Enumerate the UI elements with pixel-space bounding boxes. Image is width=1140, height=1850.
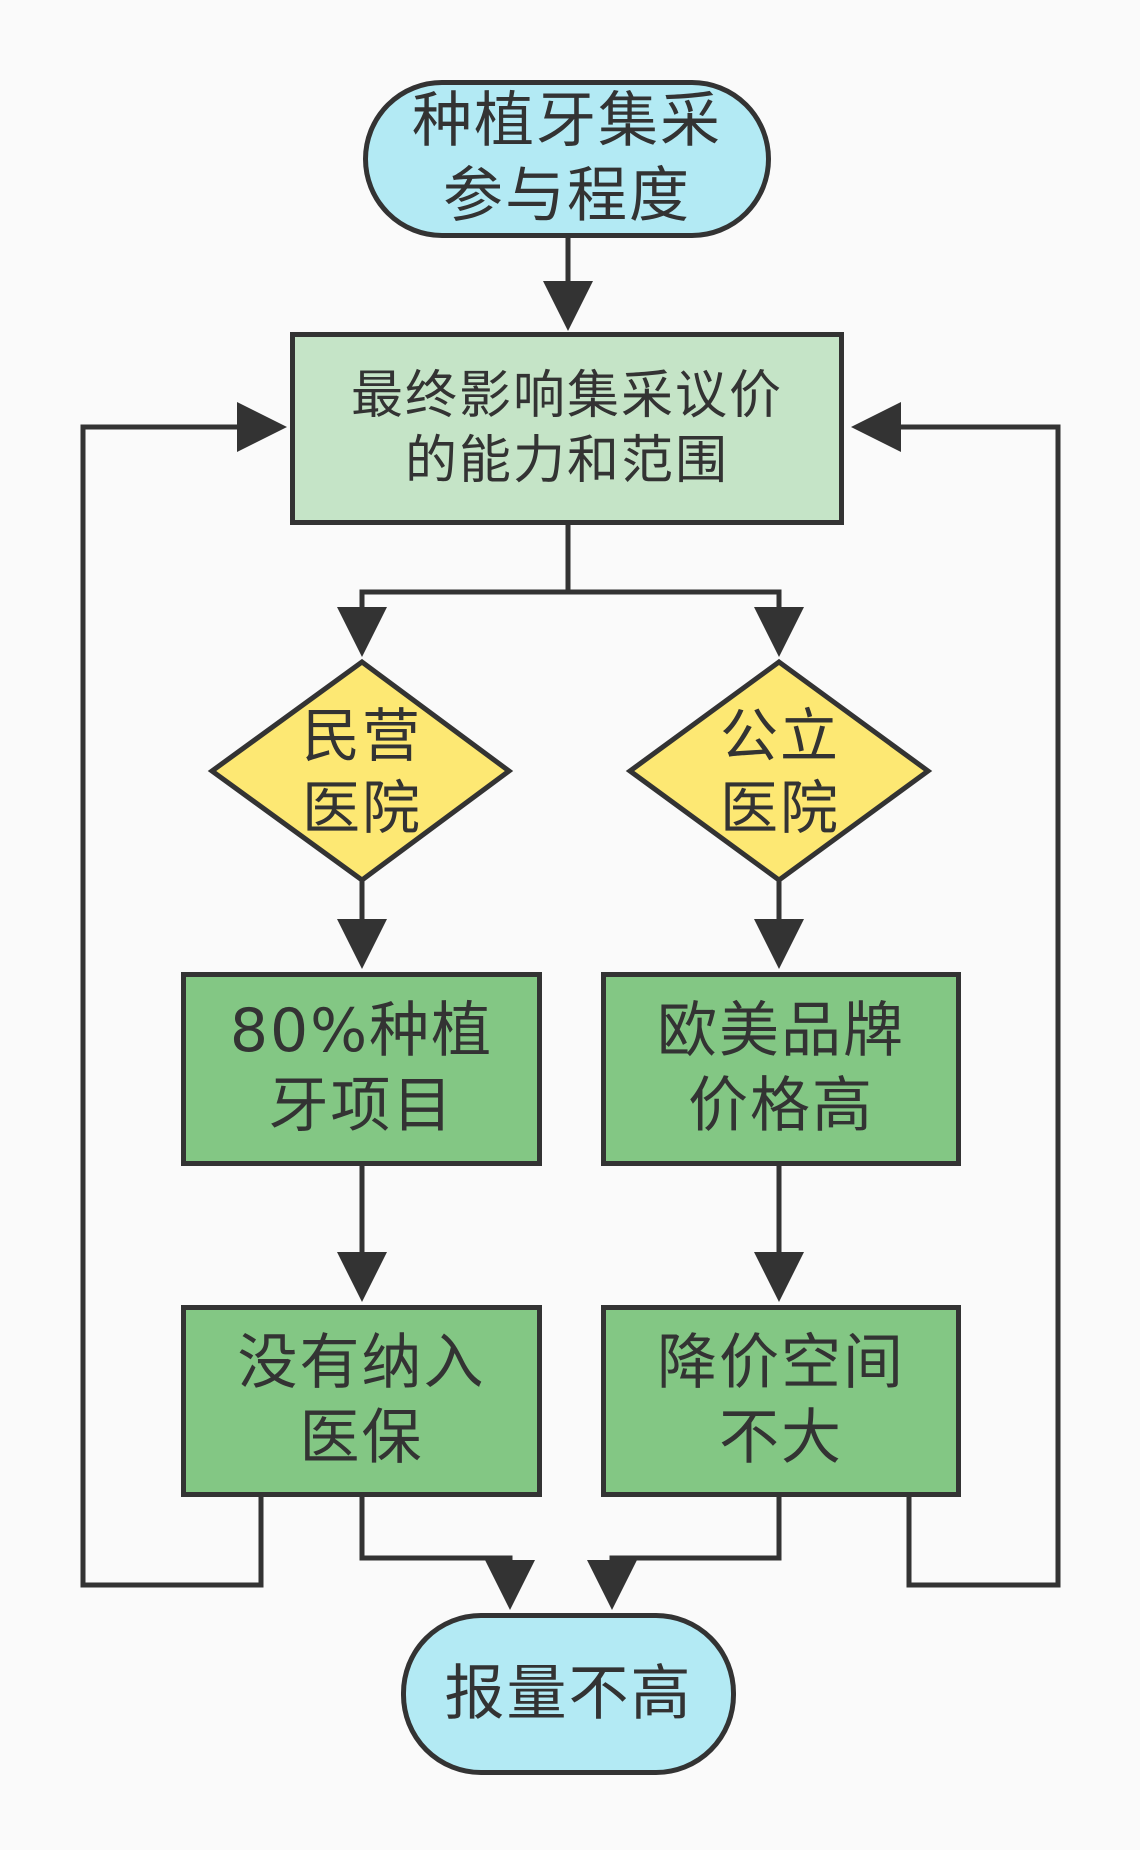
- edge-no-insurance-to-end: [359, 1497, 535, 1610]
- implant-80-node: 80%种植 牙项目: [181, 972, 542, 1166]
- edges: [80, 236, 1061, 1610]
- public-hospital-diamond: [625, 658, 933, 884]
- end-node: 报量不高: [401, 1613, 736, 1775]
- edge-price-cut-loop-to-scope: [851, 402, 1061, 1588]
- no-insurance-label: 没有纳入 医保: [237, 1328, 486, 1473]
- scope-node: 最终影响集采议价 的能力和范围: [290, 332, 844, 525]
- eu-us-brands-node: 欧美品牌 价格高: [601, 972, 961, 1166]
- end-node-label: 报量不高: [444, 1658, 693, 1729]
- private-hospital-node: 民营 医院: [232, 672, 492, 872]
- scope-node-label: 最终影响集采议价 的能力和范围: [350, 365, 783, 491]
- start-node: 种植牙集采 参与程度: [363, 80, 771, 238]
- private-hospital-label: 民营 医院: [301, 701, 422, 843]
- private-hospital-diamond: [207, 658, 514, 884]
- public-hospital-node: 公立 医院: [650, 672, 910, 872]
- public-hospital-label: 公立 医院: [719, 701, 840, 843]
- edge-no-insurance-loop-to-scope: [80, 402, 287, 1588]
- no-insurance-node: 没有纳入 医保: [181, 1305, 542, 1497]
- small-price-cut-node: 降价空间 不大: [601, 1305, 961, 1497]
- edge-price-cut-to-end: [587, 1497, 782, 1610]
- small-price-cut-label: 降价空间 不大: [657, 1328, 905, 1473]
- implant-80-label: 80%种植 牙项目: [229, 996, 494, 1141]
- start-node-label: 种植牙集采 参与程度: [412, 86, 722, 231]
- edge-scope-to-public-hospital: [568, 589, 804, 657]
- edge-scope-to-private-hospital: [337, 525, 571, 657]
- eu-us-brands-label: 欧美品牌 价格高: [657, 996, 905, 1141]
